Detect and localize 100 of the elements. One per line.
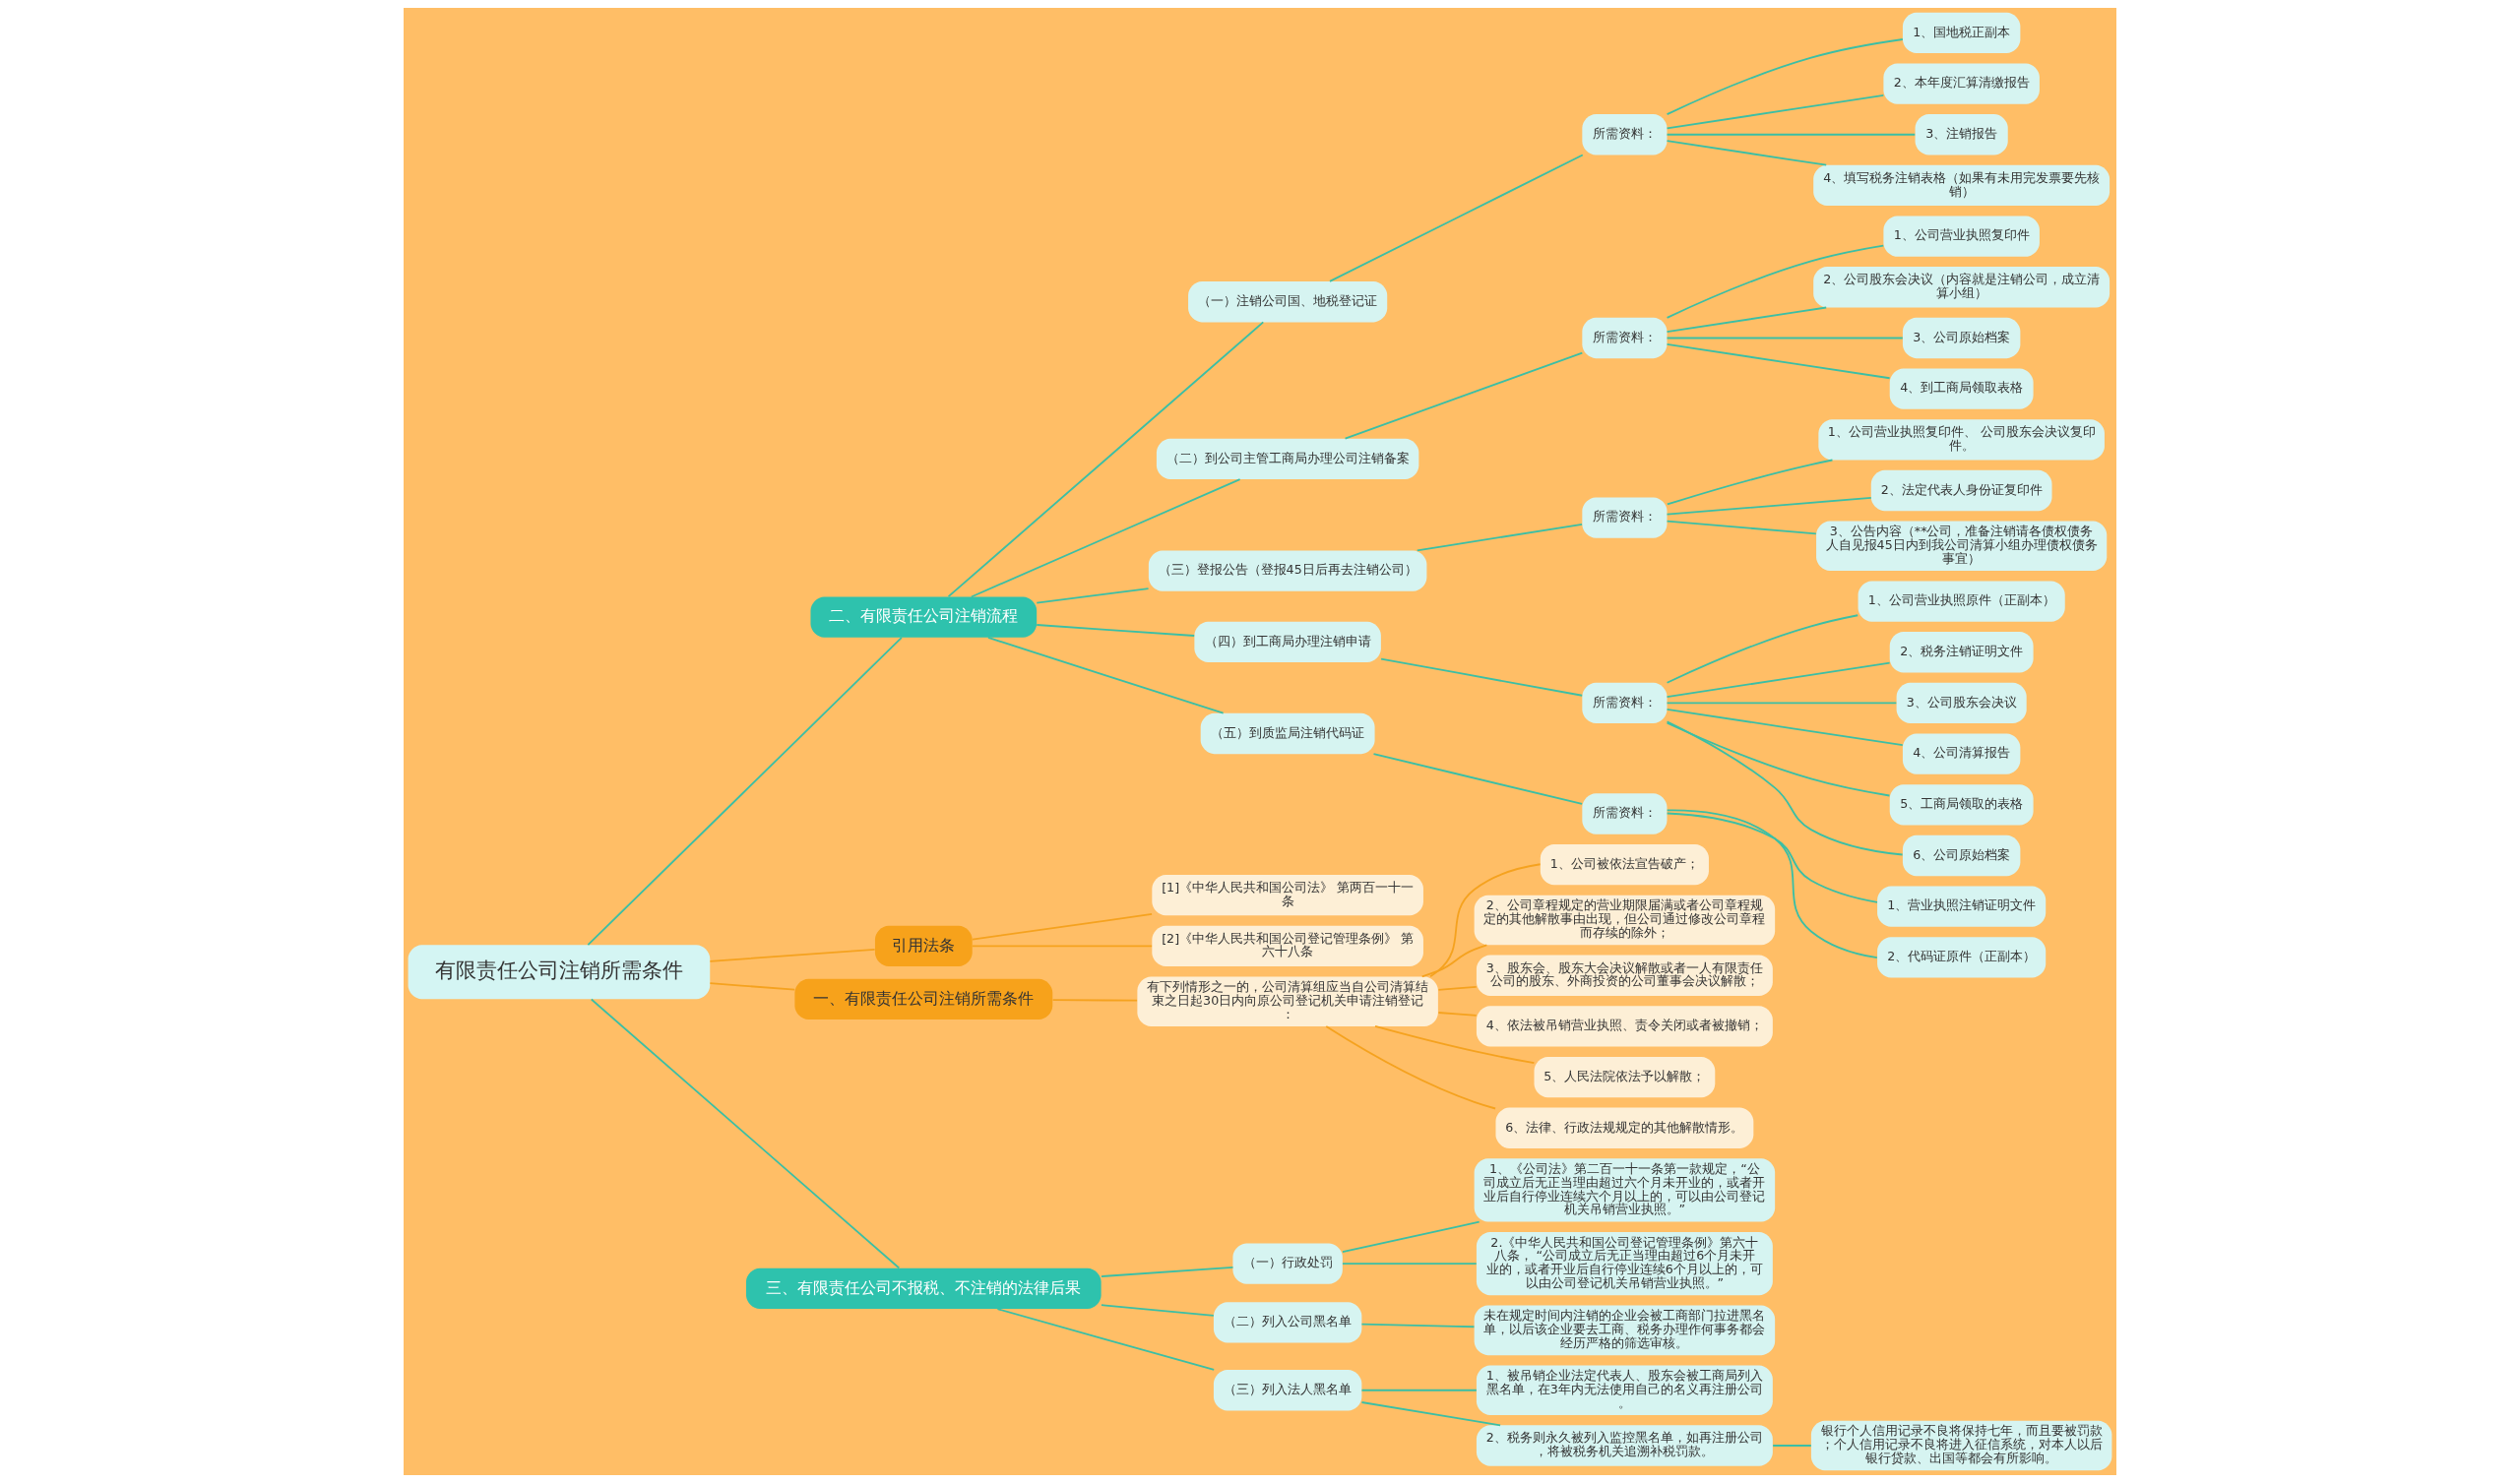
node-box: 2、代码证原件（正副本） — [1877, 937, 2047, 978]
connector — [1666, 809, 1878, 959]
node-box: 所需资料： — [1582, 682, 1668, 724]
connector — [1036, 587, 1150, 604]
connector — [1360, 1401, 1501, 1427]
node-box: 3、公司原始档案 — [1902, 317, 2021, 359]
connector — [1666, 520, 1817, 535]
connector — [1666, 496, 1872, 516]
node-box: 有限责任公司注销所需条件 — [408, 945, 711, 1000]
node-box: 4、到工商局领取表格 — [1889, 368, 2034, 409]
connector — [1360, 1389, 1478, 1391]
node-box: 一、有限责任公司注销所需条件 — [794, 978, 1053, 1020]
node-box: 2、本年度汇算清缴报告 — [1883, 63, 2040, 104]
connector — [1666, 337, 1904, 340]
node-box: （三）登报公告（登报45日后再去注销公司） — [1148, 550, 1427, 591]
node-box: 银行个人信用记录不良将保持七年，而且要被罚款；个人信用记录不良将进入征信系统，对本人以后银行贷款、出国等都会有所影响。 — [1810, 1420, 2112, 1471]
connector — [587, 637, 903, 946]
node-box: 3、股东会、股东大会决议解散或者一人有限责任公司的股东、外商投资的公司董事会决议解散； — [1476, 955, 1773, 996]
connector — [1666, 661, 1891, 698]
node-box: 2、税务则永久被列入监控黑名单，如再注册公司，将被税务机关追溯补税罚款。 — [1476, 1425, 1773, 1466]
connector — [987, 637, 1225, 714]
node-box: 3、公告内容（**公司，准备注销请各债权债务人自见报45日内到我公司清算小组办理债权债务事宜） — [1816, 521, 2108, 572]
node-box: 4、填写税务注销表格（如果有未用完发票要先核销） — [1813, 164, 2110, 207]
connector — [1666, 702, 1898, 705]
node-box: 2、税务注销证明文件 — [1889, 632, 2034, 673]
connector — [971, 913, 1153, 941]
node-box: 2.《中华人民共和国公司登记管理条例》第六十八条， “公司成立后无正当理由超过6个月未开业的，或者开业后自行停业连续6个月以上的，可以由公司登记机关吊销营业执照。” — [1476, 1231, 1773, 1296]
node-box: 1、国地税正副本 — [1902, 12, 2021, 54]
connector — [1420, 944, 1488, 978]
connector — [947, 321, 1265, 598]
connector — [1772, 1445, 1812, 1447]
connector — [996, 1308, 1216, 1371]
connector — [590, 998, 901, 1269]
connector — [709, 948, 876, 962]
connector — [1666, 133, 1917, 136]
connector — [1666, 94, 1885, 130]
connector — [1666, 342, 1891, 380]
node-box: （一）注销公司国、地税登记证 — [1188, 281, 1388, 323]
connector — [1374, 1025, 1536, 1065]
node-box: 3、公司股东会决议 — [1896, 682, 2027, 724]
connector — [1360, 1323, 1476, 1329]
node-box: 5、人民法院依法予以解散； — [1534, 1056, 1716, 1098]
node-box: 未在规定时间内注销的企业会被工商部门拉进黑名单，以后该企业要去工商、税务办理作何事务都会经历严格的筛选审核。 — [1474, 1305, 1776, 1356]
connector — [1666, 140, 1828, 166]
connector — [1101, 1266, 1234, 1277]
connector — [970, 478, 1241, 598]
node-box: 4、公司清算报告 — [1902, 733, 2021, 774]
connector — [1666, 720, 1904, 856]
node-box: [2]《中华人民共和国公司登记管理条例》 第六十八条 — [1152, 925, 1423, 967]
connector — [1372, 753, 1583, 805]
connector — [1429, 863, 1542, 978]
connector — [1666, 459, 1834, 506]
node-box: 三、有限责任公司不报税、不注销的法律后果 — [746, 1267, 1102, 1310]
node-box: 4、依法被吊销营业执照、责令关闭或者被撤销； — [1476, 1006, 1773, 1047]
node-box: （一）行政处罚 — [1232, 1243, 1343, 1284]
connector — [1666, 244, 1885, 319]
node-box: 6、法律、行政法规规定的其他解散情形。 — [1495, 1107, 1754, 1148]
connector — [1342, 1263, 1478, 1266]
node-box: （五）到质监局注销代码证 — [1200, 712, 1375, 755]
node-box: 1、营业执照注销证明文件 — [1877, 886, 2047, 927]
connector — [1344, 351, 1584, 440]
node-box: （三）列入法人黑名单 — [1213, 1370, 1362, 1411]
node-box: 所需资料： — [1582, 793, 1668, 834]
node-box: 所需资料： — [1582, 114, 1668, 155]
node-box: 6、公司原始档案 — [1902, 834, 2021, 877]
node-box: 1、《公司法》第二百一十一条第一款规定，“公司成立后无正当理由超过六个月未开业的，或者开业后自行停业连续六个月以上的，可以由公司登记机关吊销营业执照。” — [1474, 1158, 1776, 1222]
node-box: 二、有限责任公司注销流程 — [810, 596, 1038, 638]
node-box: 1、公司营业执照原件（正副本） — [1858, 581, 2065, 622]
connector — [1666, 38, 1904, 115]
connector — [1416, 523, 1583, 552]
connector — [1666, 812, 1878, 903]
node-box: 1、公司被依法宣告破产； — [1540, 844, 1709, 886]
node-box: 所需资料： — [1582, 317, 1668, 359]
connector — [1666, 614, 1859, 684]
connector — [1380, 657, 1584, 697]
connector — [1036, 624, 1196, 637]
node-box: （四）到工商局办理注销申请 — [1194, 621, 1381, 663]
connector — [1342, 1220, 1480, 1254]
connector — [1051, 999, 1138, 1002]
connector — [971, 945, 1153, 948]
connector — [1329, 154, 1584, 282]
node-box: （二）到公司主管工商局办理公司注销备案 — [1156, 438, 1419, 480]
connector — [1666, 721, 1891, 797]
node-box: 2、法定代表人身份证复印件 — [1870, 469, 2052, 512]
connector — [1437, 985, 1478, 991]
node-box: [1]《中华人民共和国公司法》 第两百一十一条 — [1152, 875, 1423, 916]
node-box: 所需资料： — [1582, 497, 1668, 538]
connector — [709, 982, 796, 991]
connector — [1325, 1025, 1496, 1110]
node-box: 有下列情形之一的，公司清算组应当自公司清算结束之日起30日内向原公司登记机关申请注销登记： — [1137, 976, 1438, 1026]
node-box: 2、公司章程规定的营业期限届满或者公司章程规定的其他解散事由出现，但公司通过修改公司章程而存续的除外； — [1474, 895, 1776, 946]
connector — [1437, 1012, 1478, 1017]
node-box: 5、工商局领取的表格 — [1889, 784, 2034, 826]
node-box: 3、注销报告 — [1915, 114, 2008, 155]
node-box: 引用法条 — [874, 925, 973, 967]
node-box: 1、被吊销企业法定代表人、股东会被工商局列入黑名单，在3年内无法使用自己的名义再注册公司。 — [1476, 1365, 1773, 1415]
node-box: 1、公司营业执照复印件、 公司股东会决议复印件。 — [1818, 419, 2105, 461]
connector — [1101, 1304, 1215, 1317]
node-box: 2、公司股东会决议（内容就是注销公司，成立清算小组） — [1813, 267, 2110, 308]
connector — [1666, 708, 1904, 747]
